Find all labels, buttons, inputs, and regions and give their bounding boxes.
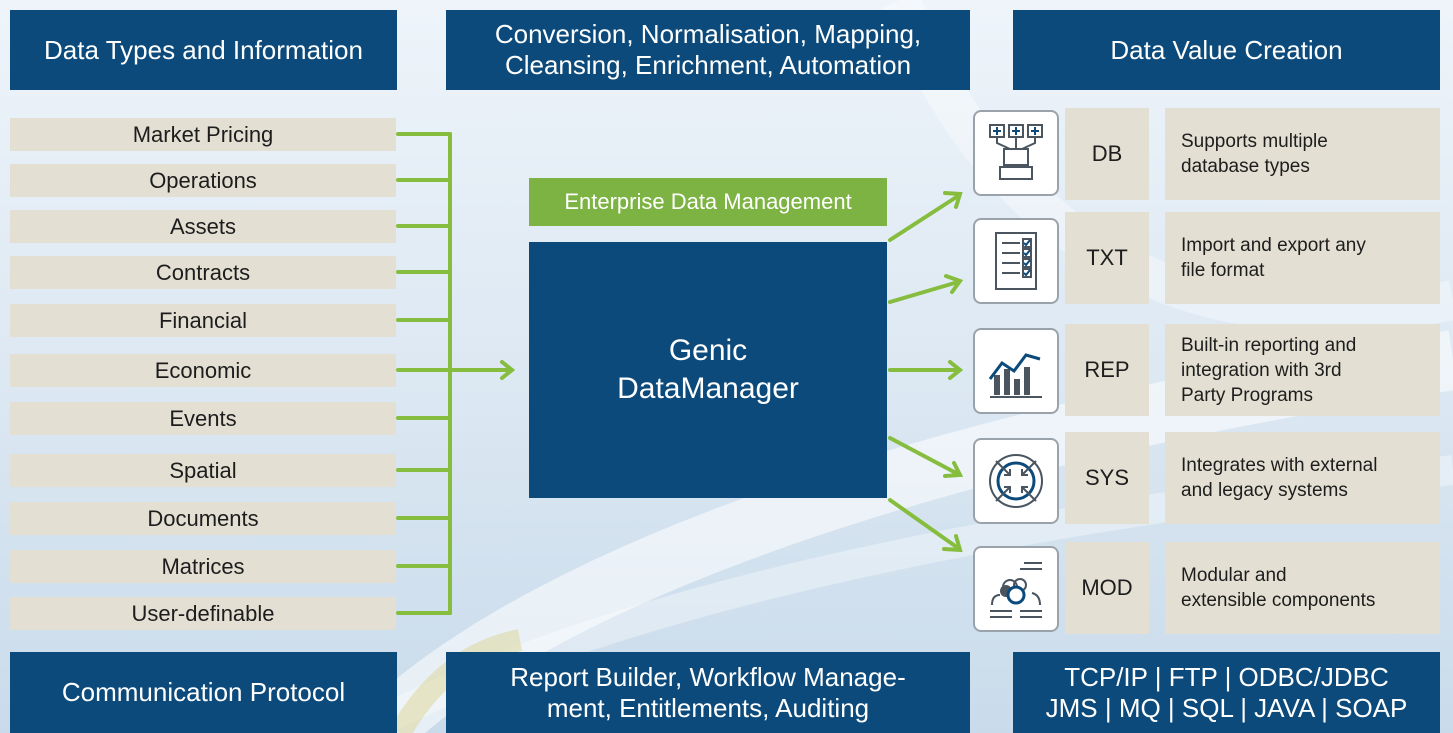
header-value-creation-label: Data Value Creation	[1110, 34, 1343, 65]
output-sys-code: SYS	[1065, 432, 1149, 524]
output-sys-card	[973, 438, 1059, 524]
footer-report-builder-label: Report Builder, Workflow Manage- ment, E…	[510, 661, 906, 723]
footer-communication-protocol-label: Communication Protocol	[61, 677, 346, 707]
data-type-item: Contracts	[10, 256, 396, 289]
footer-report-builder: Report Builder, Workflow Manage- ment, E…	[446, 652, 970, 733]
output-rep-code: REP	[1065, 324, 1149, 416]
genic-datamanager-box: Genic DataManager	[529, 242, 887, 498]
data-type-item: Operations	[10, 164, 396, 197]
footer-protocols-label: TCP/IP | FTP | ODBC/JDBC JMS | MQ | SQL …	[1045, 661, 1408, 723]
footer-communication-protocol: Communication Protocol	[10, 652, 397, 733]
main-title-line2: DataManager	[617, 372, 799, 405]
output-db-card	[973, 110, 1059, 196]
data-type-item: Matrices	[10, 550, 396, 583]
data-type-item: Assets	[10, 210, 396, 243]
report-chart-icon	[988, 353, 1042, 398]
footer-protocols: TCP/IP | FTP | ODBC/JDBC JMS | MQ | SQL …	[1013, 652, 1440, 733]
output-sys-description: Integrates with external and legacy syst…	[1165, 432, 1440, 524]
main-title-line1: Genic	[668, 334, 748, 367]
output-mod-description: Modular and extensible components	[1165, 542, 1440, 634]
header-data-types-label: Data Types and Information	[44, 34, 363, 65]
header-conversion-label: Conversion, Normalisation, Mapping, Clea…	[494, 19, 922, 80]
data-type-item: Financial	[10, 304, 396, 337]
output-txt-code: TXT	[1065, 212, 1149, 304]
document-checklist-icon	[995, 232, 1037, 290]
output-rep-card	[973, 328, 1059, 414]
output-txt-card	[973, 218, 1059, 304]
enterprise-data-management-label: Enterprise Data Management	[529, 178, 887, 226]
output-mod-card	[973, 546, 1059, 632]
data-type-item: Documents	[10, 502, 396, 535]
output-db-description: Supports multiple database types	[1165, 108, 1440, 200]
header-conversion: Conversion, Normalisation, Mapping, Clea…	[446, 10, 970, 90]
header-value-creation: Data Value Creation	[1013, 10, 1440, 90]
data-type-item: Market Pricing	[10, 118, 396, 151]
system-integration-icon	[989, 454, 1043, 508]
output-mod-code: MOD	[1065, 542, 1149, 634]
database-icon	[989, 124, 1043, 180]
output-db-code: DB	[1065, 108, 1149, 200]
output-txt-description: Import and export any file format	[1165, 212, 1440, 304]
modules-icon	[990, 562, 1042, 618]
output-rep-description: Built-in reporting and integration with …	[1165, 324, 1440, 416]
data-type-item: Spatial	[10, 454, 396, 487]
header-data-types: Data Types and Information	[10, 10, 397, 90]
data-type-item: Economic	[10, 354, 396, 387]
data-type-item: User-definable	[10, 597, 396, 630]
data-type-item: Events	[10, 402, 396, 435]
